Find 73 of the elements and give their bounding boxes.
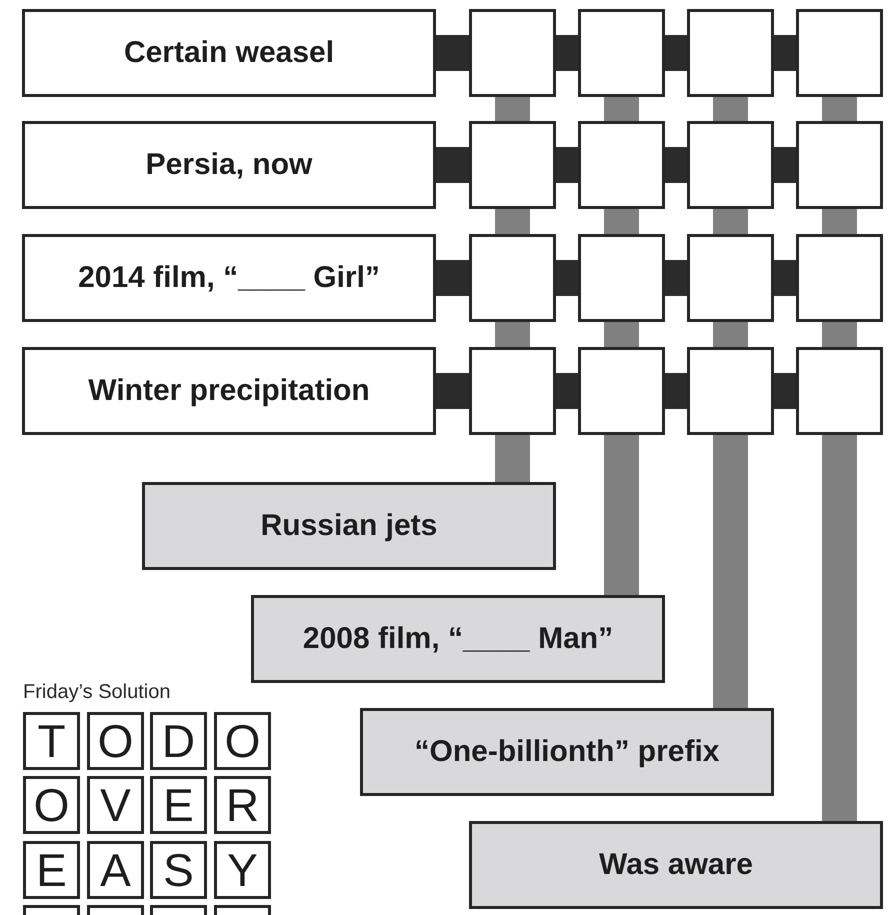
letter-tile: O bbox=[214, 712, 271, 770]
connector-bar bbox=[495, 97, 530, 121]
answer-box bbox=[687, 347, 774, 435]
connector-bar bbox=[604, 209, 639, 234]
letter-tile: T bbox=[23, 712, 80, 770]
clue-box: Certain weasel bbox=[22, 9, 436, 97]
letter-tile: E bbox=[150, 776, 207, 834]
letter-tile: O bbox=[87, 712, 144, 770]
connector-bar bbox=[556, 373, 578, 409]
connector-bar bbox=[604, 97, 639, 121]
clue-box: Persia, now bbox=[22, 121, 436, 209]
connector-bar bbox=[774, 147, 796, 183]
connector-bar bbox=[436, 260, 469, 296]
answer-box bbox=[469, 347, 556, 435]
clue-box: Russian jets bbox=[142, 482, 556, 570]
connector-bar bbox=[665, 373, 687, 409]
solution-heading: Friday’s Solution bbox=[23, 681, 170, 704]
answer-box bbox=[796, 9, 883, 97]
connector-bar bbox=[665, 147, 687, 183]
clue-box: 2014 film, “____ Girl” bbox=[22, 234, 436, 322]
connector-bar bbox=[495, 322, 530, 347]
connector-bar bbox=[665, 35, 687, 71]
letter-tile bbox=[23, 905, 80, 915]
letter-tile: A bbox=[87, 841, 144, 899]
answer-box bbox=[469, 121, 556, 209]
answer-box bbox=[578, 9, 665, 97]
letter-tile: D bbox=[150, 712, 207, 770]
connector-bar bbox=[713, 209, 748, 234]
connector-bar bbox=[604, 435, 639, 595]
connector-bar bbox=[774, 35, 796, 71]
connector-bar bbox=[774, 260, 796, 296]
connector-bar bbox=[822, 435, 857, 821]
clue-box: Was aware bbox=[469, 821, 883, 909]
answer-box bbox=[469, 9, 556, 97]
letter-tile: V bbox=[87, 776, 144, 834]
connector-bar bbox=[774, 373, 796, 409]
connector-bar bbox=[436, 373, 469, 409]
answer-box bbox=[687, 9, 774, 97]
connector-bar bbox=[822, 209, 857, 234]
connector-bar bbox=[604, 322, 639, 347]
answer-box bbox=[796, 347, 883, 435]
answer-box bbox=[578, 234, 665, 322]
answer-box bbox=[796, 234, 883, 322]
connector-bar bbox=[436, 147, 469, 183]
answer-box bbox=[796, 121, 883, 209]
connector-bar bbox=[495, 435, 530, 482]
connector-bar bbox=[713, 435, 748, 708]
connector-bar bbox=[665, 260, 687, 296]
answer-box bbox=[469, 234, 556, 322]
connector-bar bbox=[822, 322, 857, 347]
letter-tile bbox=[214, 905, 271, 915]
connector-bar bbox=[556, 147, 578, 183]
connector-bar bbox=[822, 97, 857, 121]
letter-tile: S bbox=[150, 841, 207, 899]
connector-bar bbox=[495, 209, 530, 234]
connector-bar bbox=[713, 322, 748, 347]
answer-box bbox=[687, 121, 774, 209]
connector-bar bbox=[556, 35, 578, 71]
clue-box: 2008 film, “____ Man” bbox=[251, 595, 665, 683]
letter-tile: E bbox=[23, 841, 80, 899]
connector-bar bbox=[713, 97, 748, 121]
letter-tile: R bbox=[214, 776, 271, 834]
letter-tile: Y bbox=[214, 841, 271, 899]
clue-box: “One-billionth” prefix bbox=[360, 708, 774, 796]
letter-tile bbox=[150, 905, 207, 915]
connector-bar bbox=[436, 35, 469, 71]
answer-box bbox=[687, 234, 774, 322]
connector-bar bbox=[556, 260, 578, 296]
answer-box bbox=[578, 347, 665, 435]
letter-tile bbox=[87, 905, 144, 915]
answer-box bbox=[578, 121, 665, 209]
letter-tile: O bbox=[23, 776, 80, 834]
clue-box: Winter precipitation bbox=[22, 347, 436, 435]
